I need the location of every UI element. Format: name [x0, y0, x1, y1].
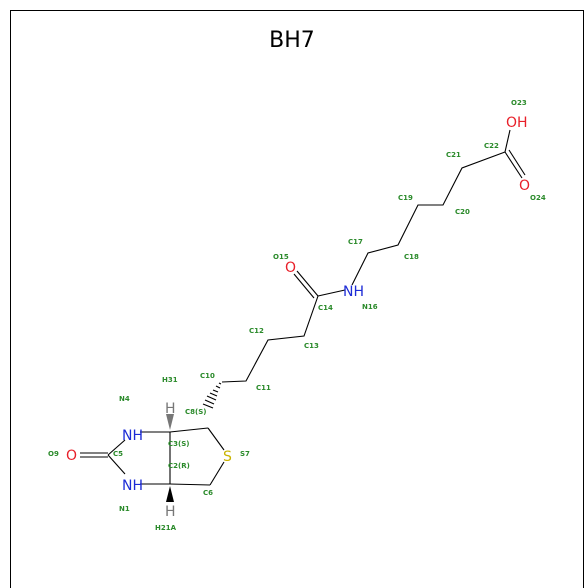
label-o9: O9	[48, 450, 59, 458]
atom-nh-top: NH	[122, 428, 143, 444]
label-c6: C6	[203, 489, 213, 497]
atom-nh-amide: NH	[343, 284, 364, 300]
label-n16: N16	[362, 303, 378, 311]
bond-c22-o24-b	[508, 149, 526, 176]
label-c21: C21	[446, 151, 461, 159]
label-h21a: H21A	[155, 524, 177, 532]
label-n1: N1	[119, 505, 130, 513]
hashed-bond-c8	[202, 382, 222, 409]
bond-s7-c6	[209, 461, 225, 486]
label-o23: O23	[511, 99, 527, 107]
molecule-title: BH7	[269, 28, 315, 53]
label-h31: H31	[162, 376, 178, 384]
bond-skeleton	[80, 129, 526, 502]
label-c3s: C3(S)	[168, 440, 189, 448]
atom-o-urea: O	[66, 448, 77, 464]
label-c18: C18	[404, 253, 419, 261]
label-c8s: C8(S)	[185, 408, 206, 416]
label-c10: C10	[200, 372, 215, 380]
atom-labels: O23 C22 C21 O24 C19 C20 C17 C18 O15 N16 …	[48, 99, 546, 532]
bond-c22-o24-a	[504, 151, 523, 179]
label-o15: O15	[273, 253, 289, 261]
bond-c8-s7	[207, 427, 225, 451]
atom-o-carbonyl: O	[519, 178, 530, 194]
wedge-bond-h31	[166, 414, 174, 430]
label-n4: N4	[119, 395, 130, 403]
bond-n16-c14	[317, 289, 346, 297]
label-c22: C22	[484, 142, 499, 150]
label-c12: C12	[249, 327, 264, 335]
heteroatoms: OH O O NH O NH NH S H H	[66, 115, 530, 520]
label-s7: S7	[240, 450, 250, 458]
bond-c14-o15-a	[296, 270, 319, 297]
atom-h-top: H	[165, 401, 176, 417]
diagram-frame	[10, 10, 584, 588]
label-c2r: C2(R)	[168, 462, 190, 470]
wedge-bond-h21a	[166, 486, 174, 502]
label-c14: C14	[318, 304, 333, 312]
atom-oh: OH	[506, 115, 528, 131]
atom-nh-bottom: NH	[122, 478, 143, 494]
bond-chain-upper	[351, 151, 506, 286]
atom-s: S	[223, 449, 232, 465]
bond-c14-o15-b	[293, 273, 315, 299]
label-c19: C19	[398, 194, 413, 202]
label-o24: O24	[530, 194, 546, 202]
bond-c3-c8	[169, 427, 209, 433]
bond-c6-c2	[169, 483, 211, 486]
atom-h-bottom: H	[165, 504, 176, 520]
bond-c5-n1	[107, 454, 126, 475]
atom-o-amide: O	[285, 260, 296, 276]
label-c13: C13	[304, 342, 319, 350]
label-c5: C5	[113, 450, 123, 458]
label-c11: C11	[256, 384, 271, 392]
bond-n4-c5	[107, 439, 126, 456]
label-c20: C20	[455, 208, 470, 216]
label-c17: C17	[348, 238, 363, 246]
bond-chain-lower	[221, 295, 319, 383]
bond-c22-oh	[504, 129, 511, 153]
